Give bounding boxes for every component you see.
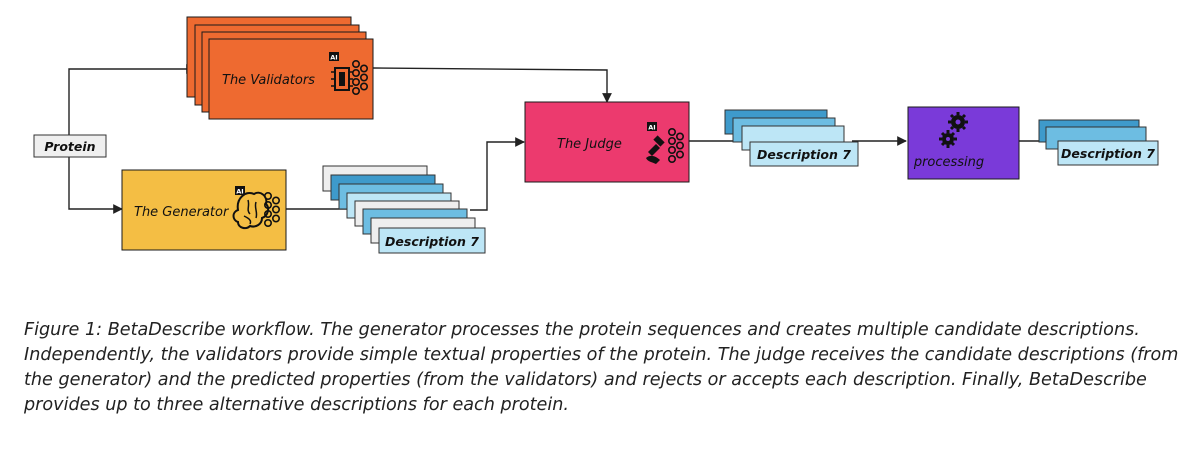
arrow-protein-to-generator: [68, 157, 123, 214]
svg-text:AI: AI: [648, 124, 655, 132]
protein-label: Protein: [44, 139, 95, 154]
ai-badge: AI: [235, 186, 245, 196]
generator-node: The Generator AI: [121, 169, 287, 251]
svg-text:AI: AI: [236, 188, 243, 196]
arrow-validators-to-judge: [371, 67, 612, 103]
workflow-diagram: Protein The Validators AI The Generator: [33, 16, 1159, 254]
arrow-descriptions-to-judge: [470, 137, 525, 211]
arrow-protein-to-validators: [68, 64, 196, 135]
judge-label: The Judge: [557, 137, 622, 152]
connectors: [68, 64, 1059, 214]
validators-node: The Validators AI: [186, 16, 374, 120]
gavel-hand-icon: [646, 135, 665, 164]
svg-text:AI: AI: [330, 54, 337, 62]
judge-node: The Judge AI: [524, 101, 690, 183]
description-stack-judge: Description 7: [724, 109, 859, 167]
validators-label: The Validators: [222, 73, 315, 88]
description-stack-generator: Description 7: [322, 165, 486, 254]
processing-label: processing: [913, 155, 984, 170]
protein-input-box: Protein: [33, 134, 107, 158]
description-7-label: Description 7: [385, 234, 479, 249]
processing-node: processing: [907, 106, 1020, 180]
description-stack-output: Description 7: [1038, 119, 1159, 166]
generator-label: The Generator: [134, 205, 230, 220]
description-7-label: Description 7: [757, 147, 851, 162]
figure-caption: Figure 1: BetaDescribe workflow. The gen…: [24, 320, 1179, 415]
chip-icon: [331, 67, 353, 91]
ai-badge: AI: [329, 52, 339, 62]
gears-icon: [939, 112, 968, 148]
ai-badge: AI: [647, 122, 657, 132]
description-7-label: Description 7: [1061, 146, 1155, 161]
